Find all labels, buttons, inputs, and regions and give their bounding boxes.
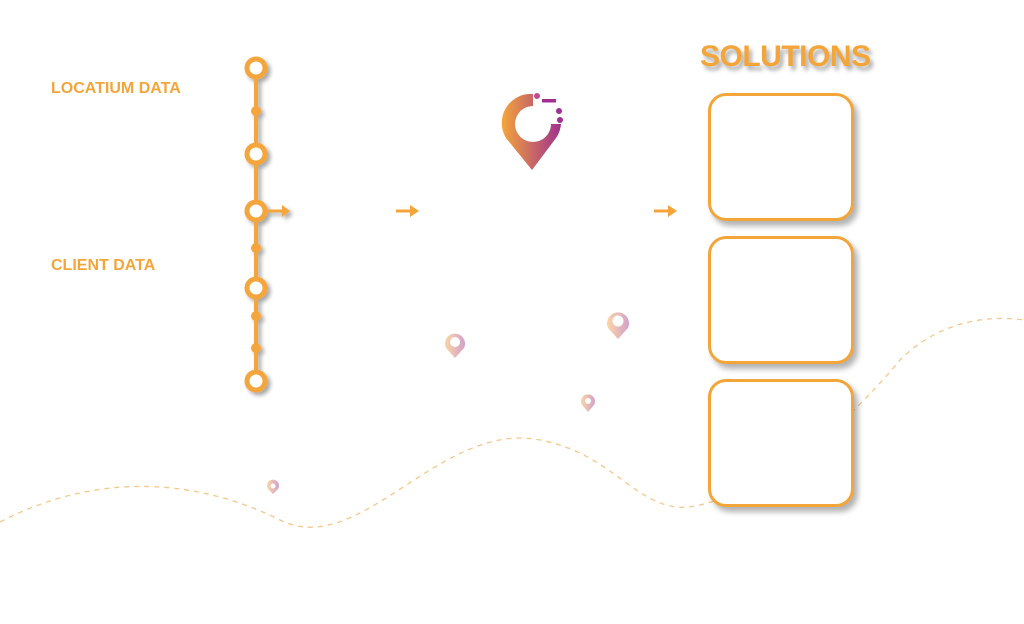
small-pin-icon <box>445 333 465 358</box>
dashed-wave <box>0 317 1024 528</box>
timeline <box>244 56 290 393</box>
arrow-icon <box>654 205 677 217</box>
solution-box <box>708 93 854 221</box>
locatium-data-label: LOCATIUM DATA <box>51 80 181 97</box>
solution-box <box>708 379 854 507</box>
solutions-title: SOLUTIONS <box>700 40 871 73</box>
small-pin-icon <box>580 394 596 412</box>
locatium-logo-pin-icon <box>501 93 563 170</box>
small-pin-icon <box>607 312 629 339</box>
client-data-label: CLIENT DATA <box>51 257 156 274</box>
arrow-icon <box>396 205 419 217</box>
solution-box <box>708 236 854 364</box>
small-pin-icon <box>267 479 279 494</box>
